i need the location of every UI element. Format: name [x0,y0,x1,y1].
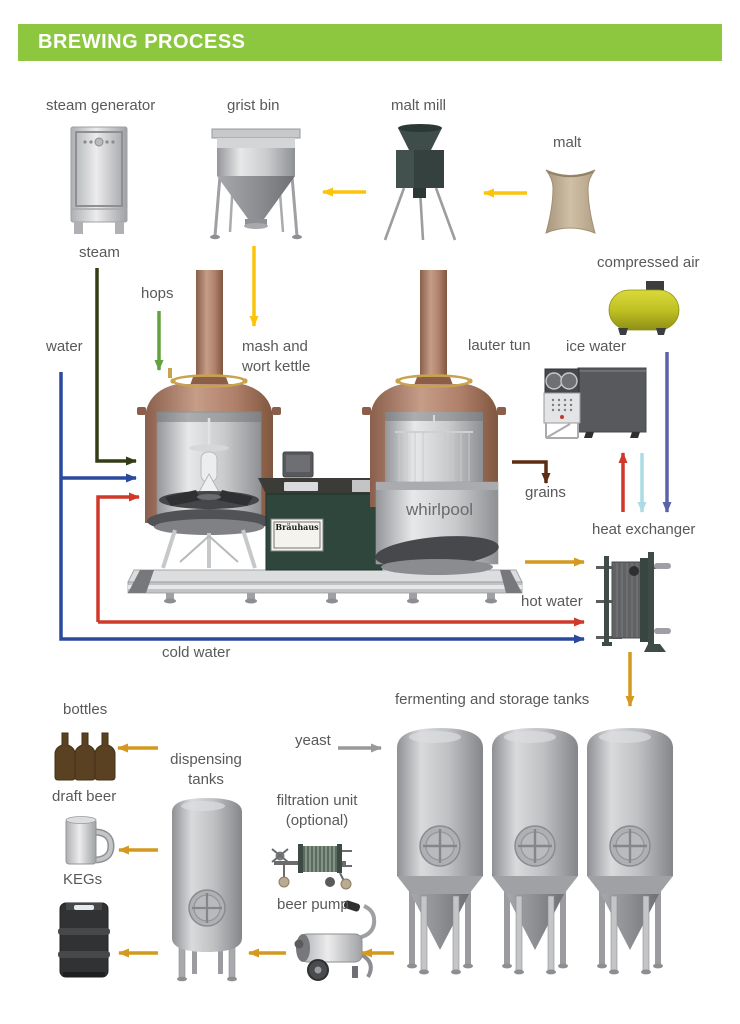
whirlpool-vessel [375,481,499,575]
keg [58,902,110,978]
label-dispensing-tanks: dispensing tanks [168,750,244,790]
hot-water-line [96,492,585,627]
malt-mill [383,124,457,241]
label-mash-wort-kettle-line1: mash and [242,338,308,355]
label-bottles: bottles [63,701,108,718]
label-whirlpool: whirlpool [406,500,474,519]
label-draft-beer: draft beer [52,788,117,805]
draft-beer-mug [65,816,115,865]
header-bar: BREWING PROCESS [18,24,722,61]
label-fermenting-tanks: fermenting and storage tanks [395,691,590,708]
label-filtration-unit-line2: (optional) [285,812,349,829]
water-line [59,372,585,644]
label-compressed-air: compressed air [597,254,700,271]
malt-sack [545,169,596,234]
grist-bin [210,128,302,240]
mash-wort-kettle [137,270,281,569]
label-steam: steam [79,244,120,261]
control-console [258,451,390,571]
label-mash-wort-kettle-line2: wort kettle [242,358,311,375]
label-heat-exchanger: heat exchanger [592,521,696,538]
beer-pump [294,900,377,981]
label-lauter-tun: lauter tun [468,337,531,354]
fermenting-tanks [395,726,675,976]
label-steam-generator: steam generator [46,97,156,114]
label-mash-wort-kettle: mash and wort kettle [242,337,310,377]
arrow-grains-out [512,460,551,484]
label-hot-water: hot water [521,593,583,610]
label-malt: malt [553,134,582,151]
label-kegs: KEGs [63,871,103,888]
label-filtration-unit-line1: filtration unit [276,792,358,809]
label-dispensing-tanks-line2: tanks [188,771,224,788]
label-beer-pump: beer pump [277,896,349,913]
beer-bottles [54,732,116,781]
label-filtration-unit: filtration unit (optional) [268,791,366,831]
steam-generator [70,126,128,234]
label-grains: grains [525,484,566,501]
filtration-unit [271,844,352,890]
ice-water-machine [543,367,647,439]
brewhouse [127,270,523,604]
heat-exchanger [596,552,671,652]
brand-plate-text: Bräuhaus [275,522,319,532]
page-title: BREWING PROCESS [38,31,246,53]
label-dispensing-tanks-line1: dispensing [170,751,242,768]
dispensing-tank [172,798,242,982]
lauter-tun [362,270,506,507]
label-ice-water: ice water [566,338,627,355]
steam-line [95,268,137,466]
compressed-air-tank [608,281,680,335]
label-hops: hops [141,285,174,302]
label-grist-bin: grist bin [227,97,280,114]
label-cold-water: cold water [162,644,231,661]
label-yeast: yeast [295,732,331,749]
label-water: water [46,338,83,355]
label-malt-mill: malt mill [391,97,446,114]
